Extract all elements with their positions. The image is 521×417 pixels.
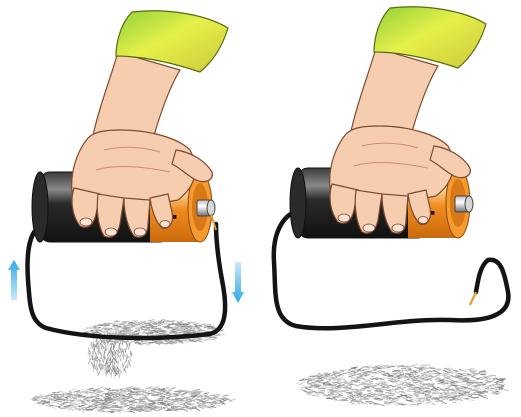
arrow-up-icon (8, 260, 20, 300)
left-panel: + (8, 11, 244, 413)
right-panel: + (274, 7, 509, 406)
arrow-down-icon (232, 262, 244, 303)
iron-filings-pile-right-icon (296, 364, 508, 406)
iron-filings-pile-left-icon (30, 386, 235, 413)
iron-filings-attracted-icon (82, 319, 225, 379)
